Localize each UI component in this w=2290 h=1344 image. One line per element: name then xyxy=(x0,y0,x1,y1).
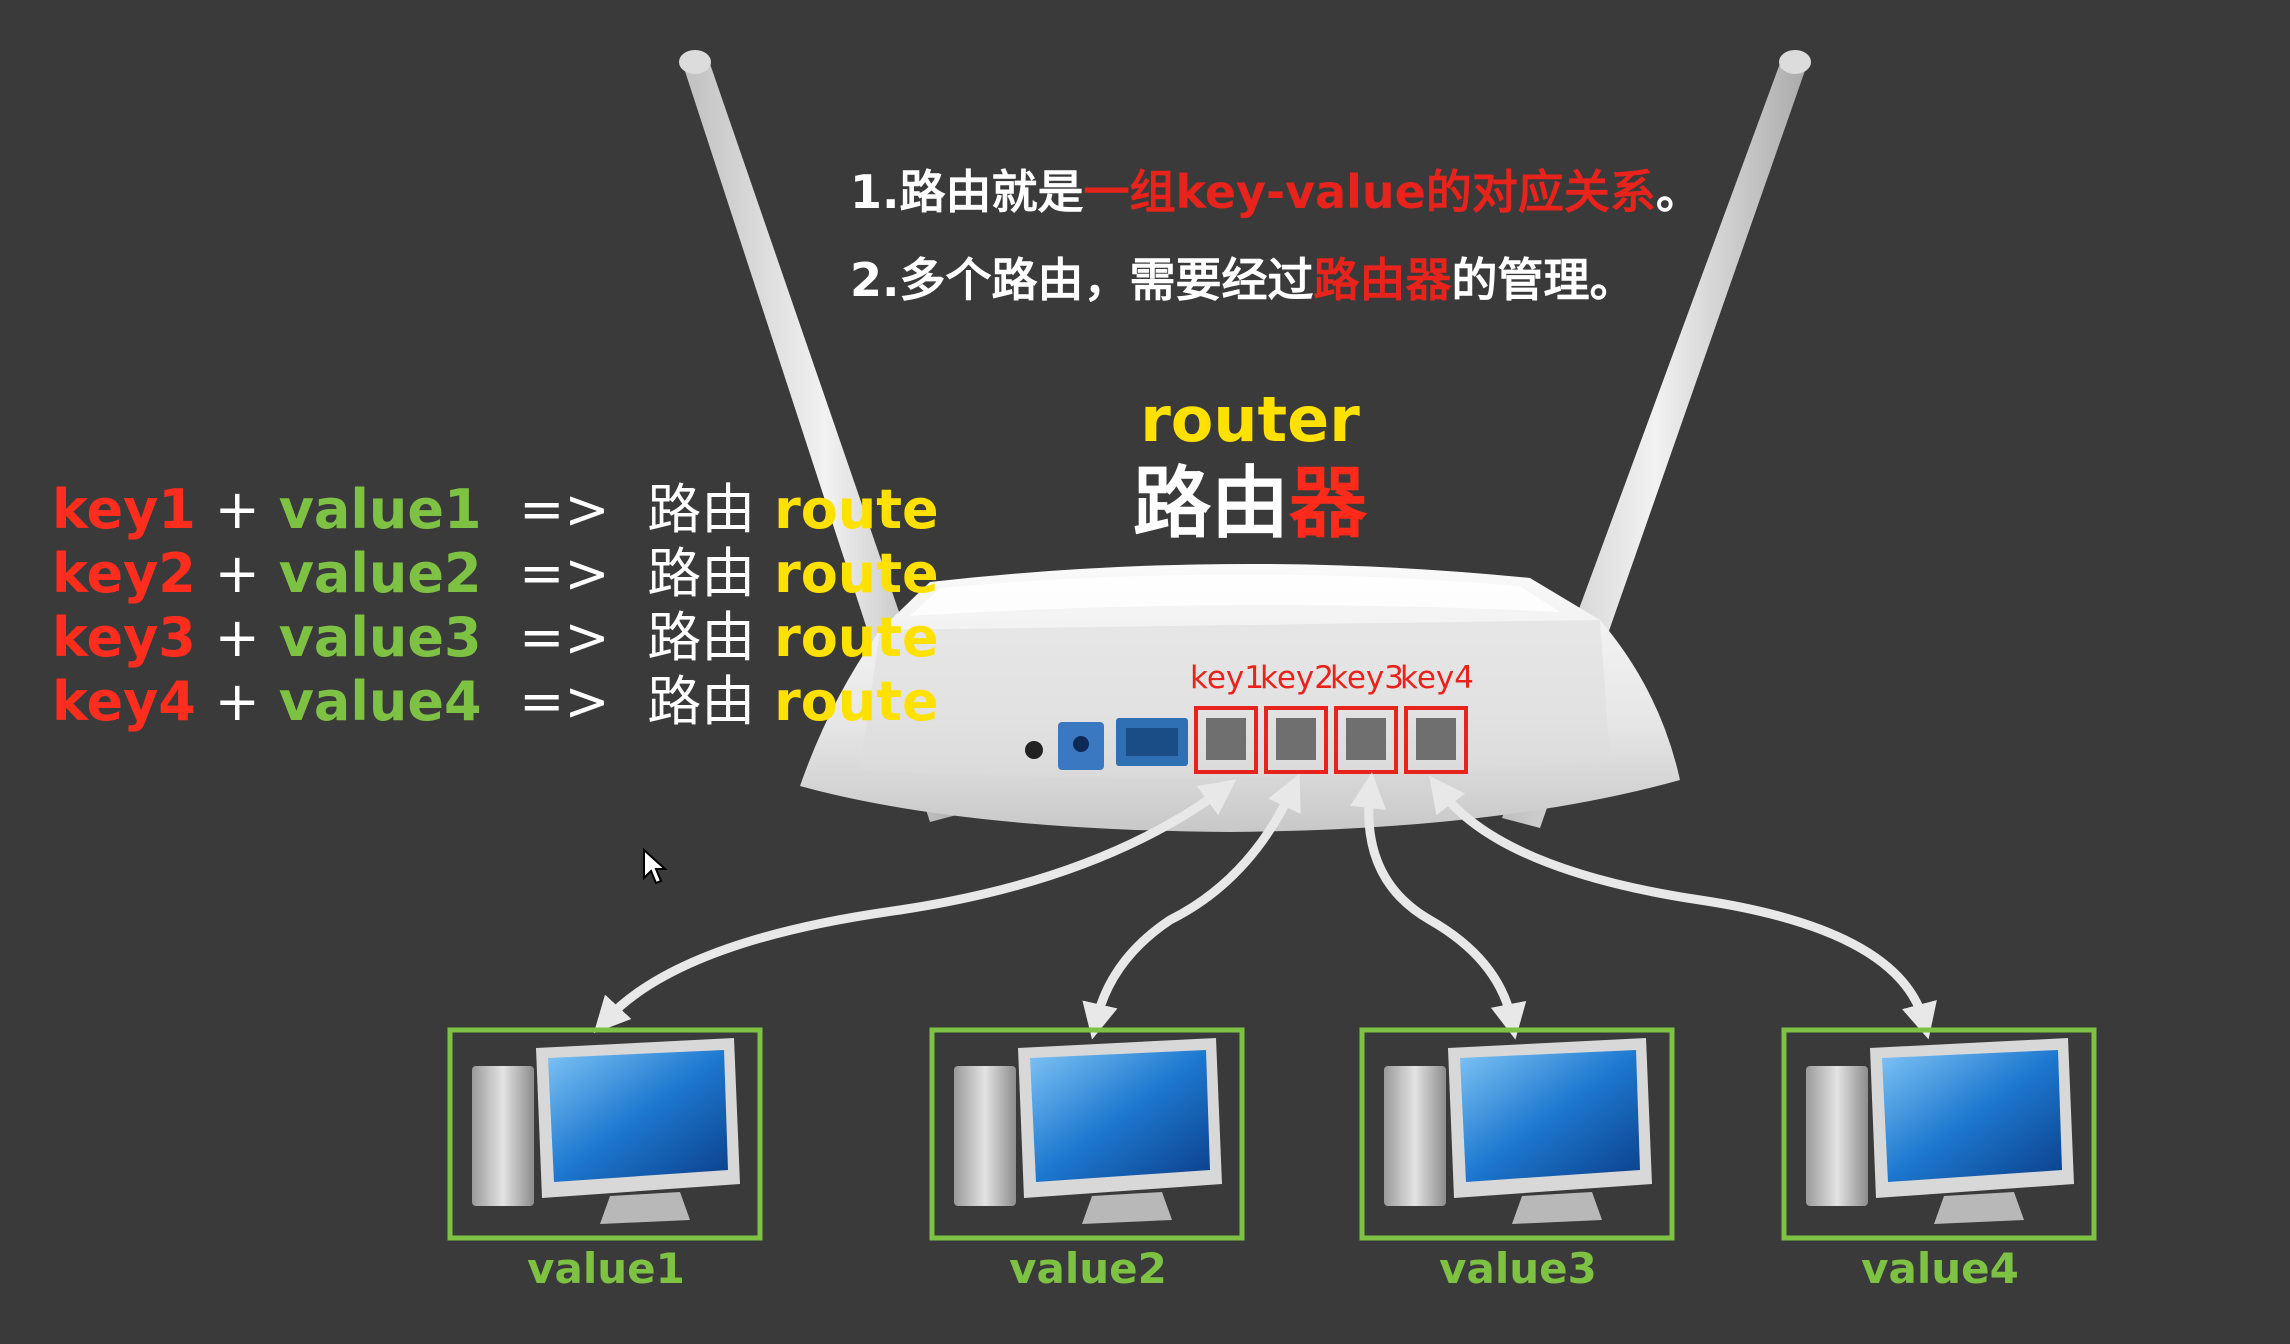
connection-arrows xyxy=(593,772,1937,1040)
note-line-1: 1.路由就是一组key-value的对应关系。 xyxy=(850,165,1702,219)
computer-label-value4: value4 xyxy=(1861,1244,2019,1293)
mapping-row: key2 + value2 => 路由 route xyxy=(52,542,939,605)
port-label-key2: key2 xyxy=(1260,660,1334,696)
router-title: router 路由器 xyxy=(1110,382,1390,550)
computer-label-value1: value1 xyxy=(527,1244,685,1293)
computer-label-value2: value2 xyxy=(1009,1244,1167,1293)
note-line-2: 2.多个路由，需要经过路由器的管理。 xyxy=(850,253,1636,307)
router-title-chinese: 路由器 xyxy=(1132,459,1368,549)
computer-label-value3: value3 xyxy=(1439,1244,1597,1293)
port-label-key4: key4 xyxy=(1400,660,1474,696)
mouse-cursor-icon xyxy=(643,848,668,885)
computer-2 xyxy=(929,1027,1245,1241)
computer-4 xyxy=(1781,1027,2097,1241)
computer-3 xyxy=(1359,1027,1675,1241)
port-label-key1: key1 xyxy=(1190,660,1264,696)
port-label-key3: key3 xyxy=(1330,660,1404,696)
mapping-row: key4 + value4 => 路由 route xyxy=(52,670,939,733)
mapping-row: key3 + value3 => 路由 route xyxy=(52,606,939,669)
key-value-mapping-list: key1 + value1 => 路由 route key2 + value2 … xyxy=(52,478,939,734)
router-title-english: router xyxy=(1140,383,1360,456)
computer-1 xyxy=(447,1027,763,1241)
lan-ports xyxy=(1194,706,1468,774)
notes: 1.路由就是一组key-value的对应关系。 2.多个路由，需要经过路由器的管… xyxy=(850,148,1702,324)
mapping-row: key1 + value1 => 路由 route xyxy=(52,478,939,541)
